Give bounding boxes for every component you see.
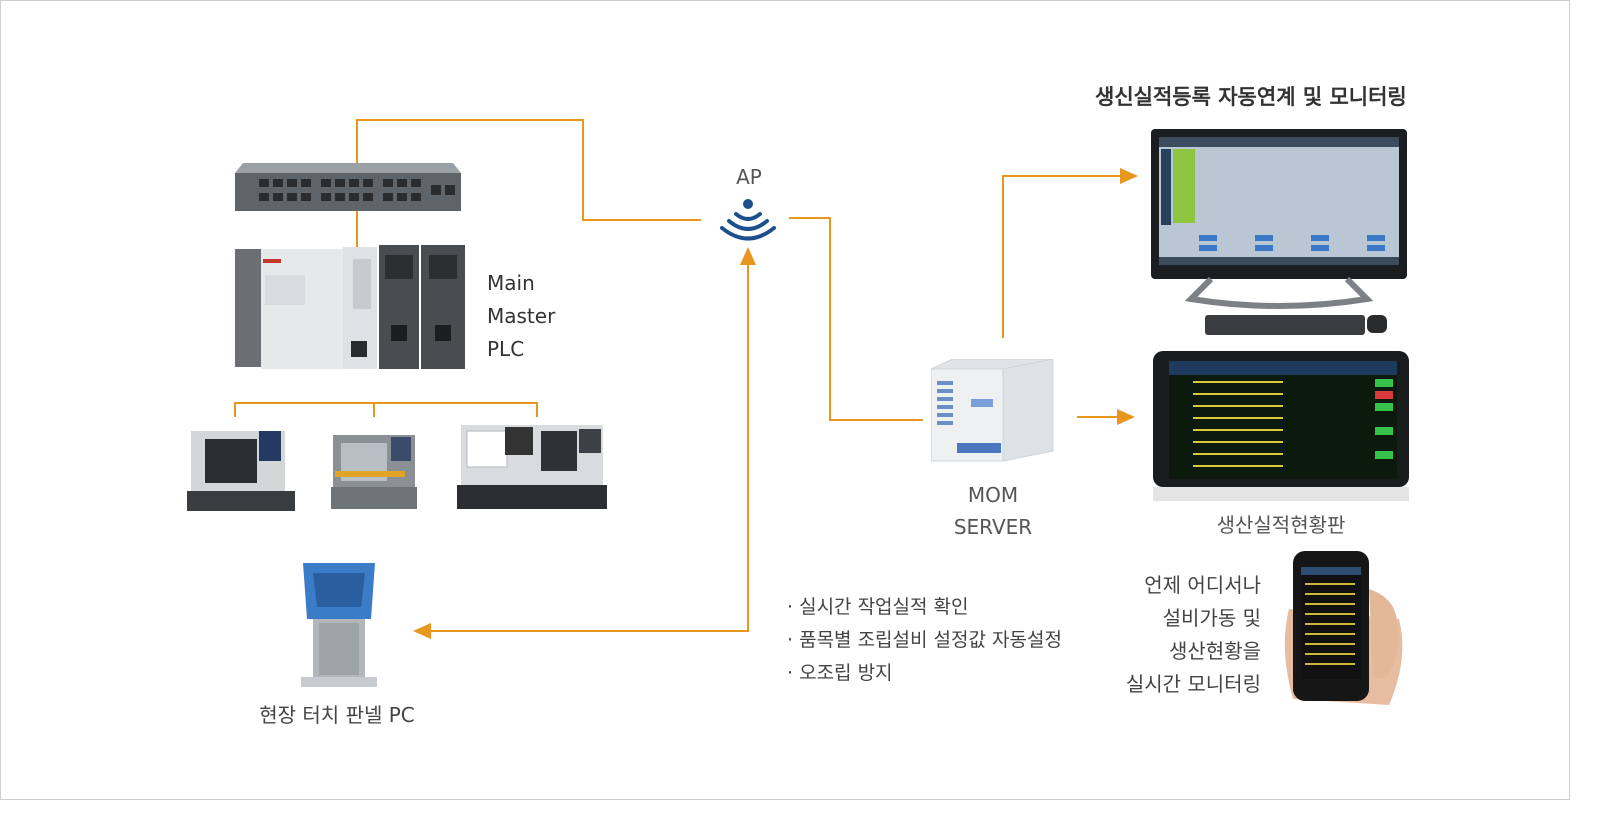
mobile-text-line-3: 생산현황을 [1169,639,1261,663]
machine-bus-line [234,402,538,417]
ap-to-touchpanel-line [413,251,749,639]
server-to-monitor-line [1002,168,1138,338]
plc-label-line-3: PLC [487,337,525,361]
touch-panel-pc [301,563,377,687]
mobile-description: 언제 어디서나 설비가동 및 생산현황을 실시간 모니터링 [1089,569,1261,701]
smartphone-in-hand [1284,551,1403,705]
mom-server [931,359,1054,462]
monitoring-tablet [1153,351,1409,501]
desktop-monitor [1151,129,1407,335]
plc-label-line-2: Master [487,304,556,328]
ap-to-server-line [789,217,923,421]
server-label-line-2: SERVER [953,515,1033,539]
cnc-machine-1 [187,431,295,511]
feature-item: · 실시간 작업실적 확인 [787,596,969,618]
touch-panel-label: 현장 터치 판넬 PC [259,703,415,727]
feature-item: · 품목별 조립설비 설정값 자동설정 [787,629,1062,651]
server-label: MOM SERVER [931,479,1055,543]
mobile-text-line-1: 언제 어디서나 [1144,573,1261,597]
network-switch [235,163,461,211]
ap-label: AP [736,165,762,189]
feature-item-label: 오조립 방지 [799,662,893,684]
page-heading: 생신실적등록 자동연계 및 모니터링 [1095,85,1407,109]
connector-lines [234,119,1138,639]
feature-item-label: 품목별 조립설비 설정값 자동설정 [799,629,1062,651]
feature-list: · 실시간 작업실적 확인 · 품목별 조립설비 설정값 자동설정 · 오조립 … [787,591,1062,690]
feature-item: · 오조립 방지 [787,662,893,684]
wifi-icon [720,199,776,241]
mobile-text-line-2: 설비가동 및 [1162,606,1261,630]
system-diagram: Main Master PLC AP [0,0,1570,800]
feature-item-label: 실시간 작업실적 확인 [799,596,969,618]
plc-rack [235,245,465,369]
plc-label: Main Master PLC [487,267,555,366]
cnc-machine-2 [331,435,417,509]
mobile-text-line-4: 실시간 모니터링 [1125,672,1261,696]
board-label: 생산실적현황판 [1216,513,1346,537]
plc-label-line-1: Main [487,271,535,295]
server-label-line-1: MOM [967,483,1019,507]
cnc-machine-3 [457,425,607,509]
